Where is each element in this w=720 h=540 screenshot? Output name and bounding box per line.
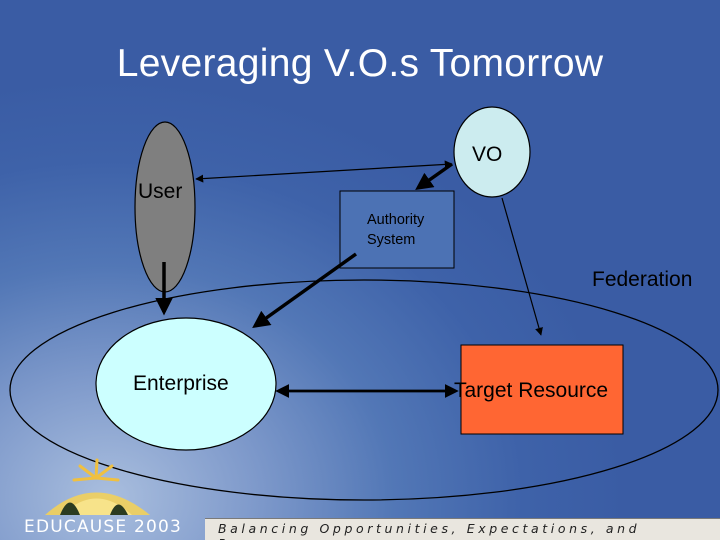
vo-label: VO: [472, 143, 503, 166]
vo-to-authority-arrow: [415, 162, 454, 191]
federation-label: Federation: [592, 268, 693, 291]
federation-ellipse: [9, 279, 719, 501]
target-resource-box: [460, 344, 624, 435]
authority-system-box: [339, 190, 455, 269]
sunburst-logo-art: [45, 458, 150, 515]
user-label: User: [138, 180, 183, 203]
slide-title: Leveraging V.O.s Tomorrow: [116, 42, 604, 85]
enterprise-label: Enterprise: [133, 372, 229, 395]
educause-logo-text: EDUCAUSE 2003: [24, 517, 183, 537]
vo-node: [453, 106, 531, 198]
authority-system-label: Authority System: [367, 212, 425, 248]
authority-to-enterprise-arrow: [252, 252, 358, 329]
footer-strip: [205, 518, 720, 540]
footer-banner: EDUCAUSE 2003 Balancing Opportunities, E…: [0, 512, 720, 540]
user-vo-arrow: [195, 160, 453, 183]
target-resource-label: Target Resource: [454, 379, 609, 402]
footer-tagline: Balancing Opportunities, Expectations, a…: [218, 521, 641, 540]
vo-to-target-arrow: [501, 197, 543, 336]
